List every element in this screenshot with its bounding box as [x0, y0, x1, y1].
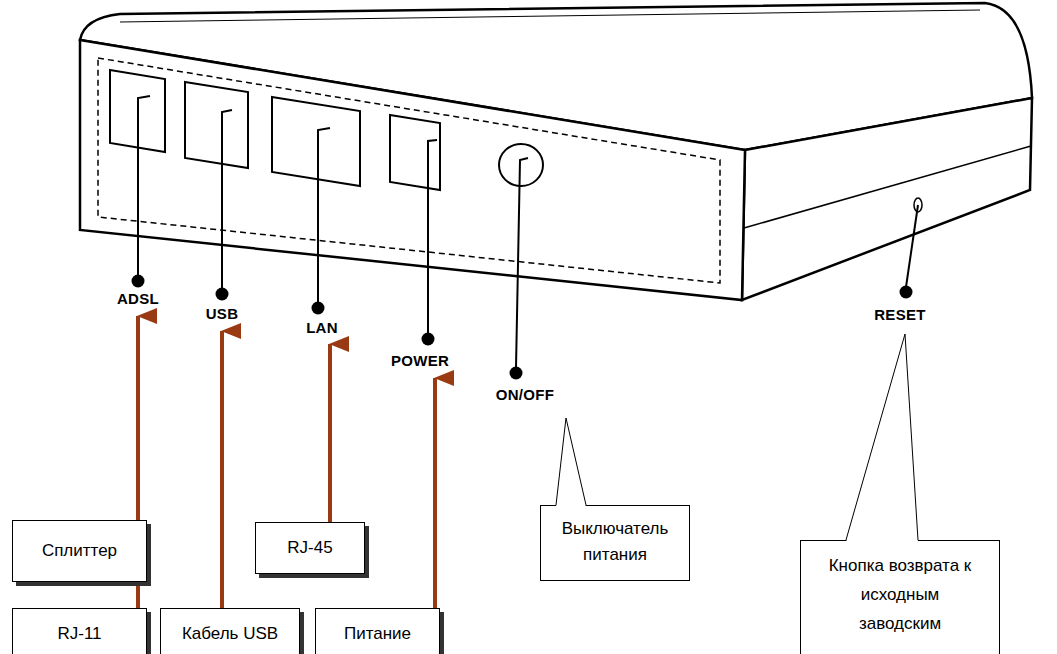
leader-line [318, 128, 330, 303]
lan-port [272, 97, 360, 186]
modem-front [80, 40, 745, 300]
callout-tail-fill [846, 334, 918, 543]
leader-dot [422, 333, 435, 346]
callout-text: Сплиттер [42, 541, 117, 561]
callout-text: RJ-11 [57, 624, 101, 644]
port-label: LAN [306, 319, 338, 336]
leader-dot [510, 367, 523, 380]
callout-text: Кабель USB [182, 624, 278, 644]
top-seam [120, 10, 980, 22]
power-switch [499, 144, 543, 186]
callout-bubble: Кнопка возврата к исходным заводским [800, 540, 1000, 654]
leader-line [138, 96, 150, 276]
leader-line [906, 205, 918, 287]
port-label: USB [206, 305, 239, 322]
callout-box: Кабель USB [160, 608, 300, 654]
callout-text: Питание [344, 624, 411, 644]
callout-tail [846, 334, 918, 540]
leader-line [222, 110, 232, 289]
pointer-arrow [220, 331, 224, 608]
leader-dot [216, 288, 229, 301]
callout-box: RJ-11 [12, 608, 147, 654]
leader-dot [132, 275, 145, 288]
side-seam [744, 146, 1031, 228]
callout-tail-fill [556, 418, 586, 508]
port-label: ON/OFF [496, 386, 554, 403]
leader-line [428, 140, 437, 334]
callout-bubble: Выключатель питания [540, 505, 690, 581]
port-label: ADSL [117, 290, 159, 307]
callout-box: Питание [315, 608, 440, 654]
callout-box: Сплиттер [12, 520, 147, 582]
callout-tail [556, 418, 586, 505]
back-panel [98, 58, 720, 283]
leader-line [516, 158, 528, 368]
modem-side [742, 98, 1032, 300]
pointer-arrow [328, 344, 332, 522]
pointer-arrow [433, 378, 437, 608]
callout-text: Кнопка возврата к исходным заводским [826, 551, 974, 638]
callout-text: RJ-45 [287, 538, 332, 558]
port-label: POWER [391, 352, 449, 369]
connector-line [136, 582, 140, 608]
callout-text: Выключатель питания [551, 516, 679, 568]
callout-box: RJ-45 [255, 522, 365, 574]
usb-port [185, 82, 248, 168]
leader-dot [900, 286, 913, 299]
leader-dot [312, 302, 325, 315]
port-label: RESET [874, 306, 926, 323]
power-port [390, 115, 440, 190]
pointer-arrow [136, 316, 140, 520]
